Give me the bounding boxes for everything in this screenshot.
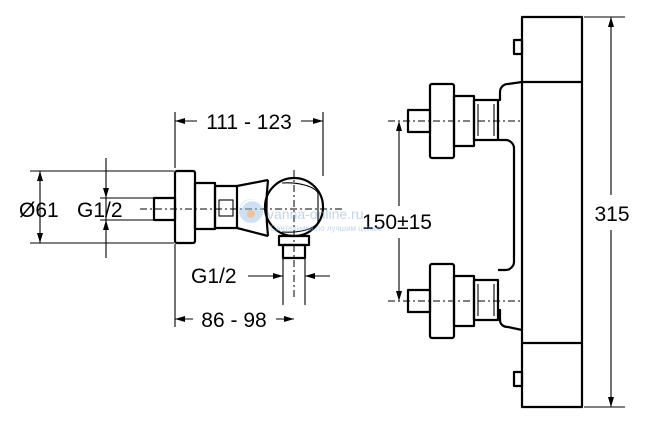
upper-cap [512,38,524,56]
dim-top-width [174,112,324,176]
dim-inlet-thread-label: G1/2 [77,199,123,222]
watermark-tagline: Сантехника по лучшим ценам [270,224,382,233]
dim-inlet-spacing-label: 150±15 [362,211,432,234]
lower-cap [512,370,524,388]
body-edge [265,179,270,237]
dim-top-width-label: 111 - 123 [206,111,292,134]
dim-diameter [30,170,174,244]
dim-bottom-width [174,244,294,327]
valve-neck [236,178,269,238]
dim-inlet-spacing [396,121,402,301]
front-view [388,15,584,409]
dim-inlet-thread [100,158,153,258]
side-view [140,169,345,300]
connector-slot [218,199,234,217]
watermark-site: vanna-online.ru [267,206,364,222]
eccentric-nut [193,181,217,231]
thermostat-body [520,15,584,409]
dim-total-height-label: 315 [594,203,629,226]
dim-diameter-label: Ø61 [19,199,59,222]
watermark: vanna-online.ru Сантехника по лучшим цен… [239,199,382,233]
dim-outlet-thread-label: G1/2 [191,265,237,288]
dim-total-height [584,16,625,408]
watermark-logo [239,199,263,223]
dim-outlet-thread [248,258,330,305]
connector [213,184,239,230]
wall-flange [173,169,197,245]
dim-bottom-width-label: 86 - 98 [201,309,266,332]
body-highlight [281,182,319,233]
